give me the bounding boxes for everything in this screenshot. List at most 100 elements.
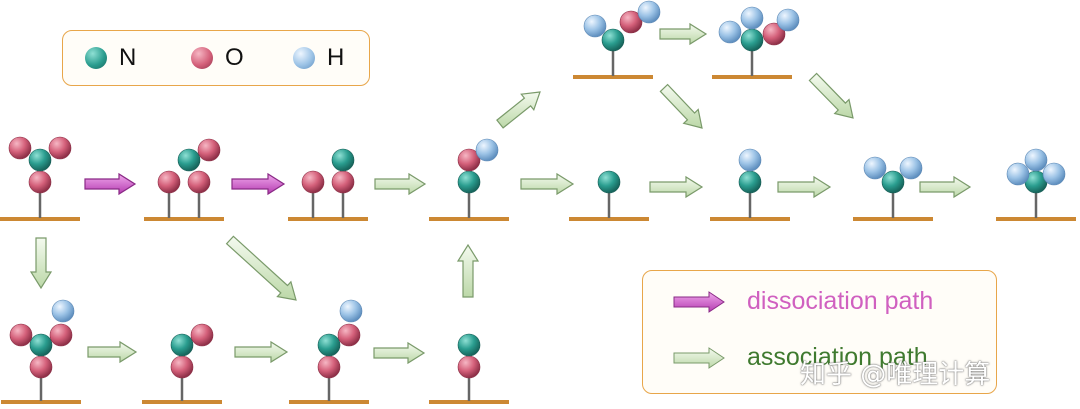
h-atom bbox=[339, 299, 363, 323]
species-int-12 bbox=[142, 323, 222, 404]
n-atom bbox=[170, 333, 194, 357]
h-atom bbox=[637, 0, 661, 24]
arrow-int-9-to-int-6 bbox=[659, 83, 703, 129]
surface-slab bbox=[144, 217, 224, 221]
legend-atom-o: O bbox=[191, 44, 244, 72]
arrow-int-13-to-int-14 bbox=[373, 341, 426, 365]
surface-slab bbox=[288, 217, 368, 221]
arrow-int-2-to-int-3 bbox=[231, 172, 286, 196]
n-atom bbox=[740, 28, 764, 52]
h-atom bbox=[583, 14, 607, 38]
h-atom bbox=[1006, 162, 1030, 186]
o-atom bbox=[619, 10, 643, 34]
h-atom bbox=[475, 138, 499, 162]
n-atom bbox=[601, 28, 625, 52]
o-atom bbox=[9, 323, 33, 347]
arrow-int-3-to-int-4 bbox=[374, 172, 427, 196]
n-atom bbox=[881, 170, 905, 194]
h-atom bbox=[718, 20, 742, 44]
species-int-8 bbox=[996, 148, 1076, 221]
arrow-int-4-to-int-5 bbox=[520, 172, 575, 196]
n-atom bbox=[29, 333, 53, 357]
legend-association: association path bbox=[673, 343, 928, 372]
h-atom bbox=[1042, 162, 1066, 186]
species-int-4 bbox=[429, 138, 509, 221]
arrow-int-9-to-int-10 bbox=[659, 22, 708, 46]
o-atom bbox=[49, 323, 73, 347]
legend-association-label: association path bbox=[747, 343, 928, 371]
arrow-int-12-to-int-13 bbox=[234, 340, 289, 364]
pathway-arrows bbox=[29, 22, 972, 365]
species-int-6 bbox=[710, 148, 790, 221]
n-atom bbox=[331, 148, 355, 172]
surface-slab bbox=[712, 75, 792, 79]
o-atom bbox=[187, 170, 211, 194]
o-atom bbox=[331, 170, 355, 194]
o-atom bbox=[317, 355, 341, 379]
legend-dissociation-label: dissociation path bbox=[747, 287, 934, 315]
n-atom-icon bbox=[85, 47, 107, 69]
n-atom bbox=[177, 148, 201, 172]
surface-slab bbox=[429, 217, 509, 221]
arrow-int-11-to-int-12 bbox=[87, 340, 138, 364]
species-int-14 bbox=[429, 333, 509, 404]
h-atom bbox=[1024, 148, 1048, 172]
dissociation-arrow-icon bbox=[673, 290, 725, 313]
n-atom bbox=[738, 170, 762, 194]
species-int-2 bbox=[144, 138, 224, 221]
o-atom bbox=[301, 170, 325, 194]
arrow-int-1-to-int-11 bbox=[29, 237, 53, 290]
o-atom bbox=[190, 323, 214, 347]
surface-slab bbox=[289, 400, 369, 404]
legend-dissociation: dissociation path bbox=[673, 287, 933, 316]
arrow-int-10-to-int-7 bbox=[808, 72, 854, 119]
o-atom bbox=[457, 355, 481, 379]
h-atom bbox=[863, 156, 887, 180]
o-atom bbox=[337, 323, 361, 347]
watermark-text: 知乎 @唯理计算 bbox=[800, 360, 991, 390]
h-atom bbox=[899, 156, 923, 180]
species-int-9 bbox=[573, 0, 661, 79]
legend-atom-h: H bbox=[293, 44, 344, 72]
surface-slab bbox=[853, 217, 933, 221]
h-atom bbox=[740, 6, 764, 30]
n-atom bbox=[28, 148, 52, 172]
surface-slab bbox=[1, 400, 81, 404]
h-atom bbox=[776, 8, 800, 32]
species-int-11 bbox=[1, 299, 81, 404]
h-atom bbox=[738, 148, 762, 172]
species-int-10 bbox=[712, 6, 800, 79]
arrow-int-1-to-int-2 bbox=[84, 172, 137, 196]
surface-slab bbox=[429, 400, 509, 404]
surface-slab bbox=[573, 75, 653, 79]
association-arrow-icon bbox=[673, 346, 725, 369]
legend-atom-h-label: H bbox=[327, 44, 345, 71]
o-atom bbox=[197, 138, 221, 162]
o-atom bbox=[28, 170, 52, 194]
o-atom bbox=[157, 170, 181, 194]
n-atom bbox=[317, 333, 341, 357]
species-int-13 bbox=[289, 299, 369, 404]
o-atom-icon bbox=[191, 47, 213, 69]
o-atom bbox=[8, 136, 32, 160]
arrow-int-14-to-int-4 bbox=[456, 243, 480, 298]
arrow-int-5-to-int-6 bbox=[649, 175, 704, 199]
legend-atom-n: N bbox=[85, 44, 136, 72]
arrow-int-7-to-int-8 bbox=[919, 175, 972, 199]
surface-slab bbox=[0, 217, 80, 221]
species-int-5 bbox=[569, 170, 649, 221]
species-int-7 bbox=[853, 156, 933, 221]
o-atom bbox=[48, 136, 72, 160]
surface-slab bbox=[142, 400, 222, 404]
o-atom bbox=[457, 148, 481, 172]
arrow-int-6-to-int-7 bbox=[777, 175, 832, 199]
legend-atom-o-label: O bbox=[225, 44, 244, 71]
surface-slab bbox=[569, 217, 649, 221]
species-int-3 bbox=[288, 148, 368, 221]
o-atom bbox=[762, 22, 786, 46]
h-atom-icon bbox=[293, 47, 315, 69]
h-atom bbox=[51, 299, 75, 323]
surface-slab bbox=[710, 217, 790, 221]
legend-atom-n-label: N bbox=[119, 44, 137, 71]
